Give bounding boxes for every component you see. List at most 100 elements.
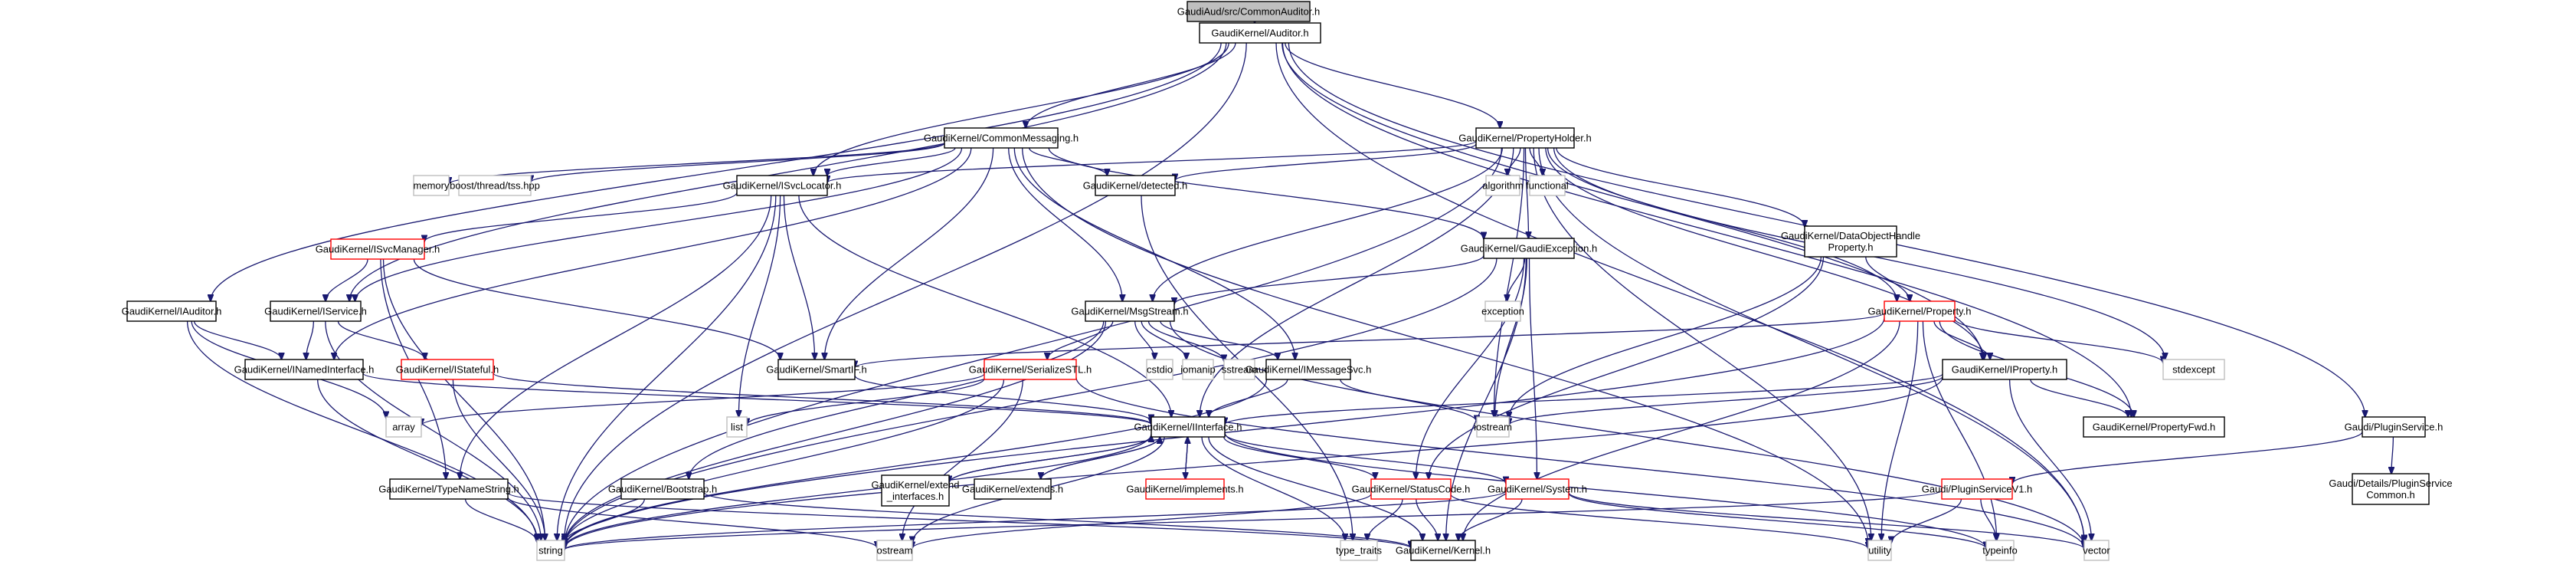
edge-propholder-to-functional [1529,147,1543,176]
node-label: algorithm [1482,180,1523,192]
edge-serialize-to-array [421,373,985,425]
node-implements[interactable]: GaudiKernel/implements.h [1126,478,1244,500]
node-box [726,416,748,438]
node-box [1483,238,1575,259]
edge-system-to-vector [1568,491,2084,550]
edge-iproperty-to-propfwd [2030,379,2128,417]
node-label: Gaudi/PluginServiceV1.h [1922,484,2033,495]
node-tss: boost/thread/tss.hpp [450,175,540,196]
edge-isvcmgr-to-iservice [326,258,368,301]
node-label: functional [1526,180,1569,192]
edge-inamed-to-string [317,379,538,540]
node-label: GaudiKernel/IStateful.h [396,364,499,376]
node-label: array [392,422,415,433]
node-serialize[interactable]: GaudiKernel/SerializeSTL.h [969,359,1092,380]
node-label: GaudiKernel/DataObjectHandle [1781,230,1920,241]
edge-auditor-to-iauditor [211,42,1222,301]
node-isvcmgr[interactable]: GaudiKernel/ISvcManager.h [316,238,440,260]
node-box [1867,540,1892,561]
node-box [1095,175,1176,196]
node-inamed[interactable]: GaudiKernel/INamedInterface.h [234,359,375,380]
node-label: iomanip [1180,364,1216,376]
node-smartif[interactable]: GaudiKernel/SmartIF.h [766,359,867,380]
edge-typenamestr-to-ostream [507,497,877,548]
edge-property-to-smartif [855,312,1885,367]
edge-iproperty-to-vector [2008,379,2092,540]
node-memory: memory [413,175,450,196]
edge-isvcloc-to-isvcmgr [424,192,738,241]
node-label: GaudiKernel/detected.h [1083,180,1188,192]
node-label: Gaudi/Details/PluginService [2329,478,2452,489]
node-iproperty[interactable]: GaudiKernel/IProperty.h [1942,359,2067,380]
node-pluginsvc[interactable]: Gaudi/PluginService.h [2345,416,2443,438]
node-statuscode[interactable]: GaudiKernel/StatusCode.h [1352,478,1471,500]
node-iinterface[interactable]: GaudiKernel/IInterface.h [1134,416,1242,438]
node-pluginsvcv1[interactable]: Gaudi/PluginServiceV1.h [1922,478,2033,500]
node-box [1187,1,1311,22]
node-iservice[interactable]: GaudiKernel/IService.h [264,300,367,322]
edge-implements-to-iinterface [1186,437,1188,480]
node-box [1804,225,1897,258]
edge-serialize-to-vector [1075,377,2084,548]
node-iauditor[interactable]: GaudiKernel/IAuditor.h [122,300,222,322]
node-label: list [731,422,743,433]
node-box [1182,359,1214,380]
edge-commonmsg-to-inamed [334,147,972,360]
node-list: list [726,416,748,438]
node-property[interactable]: GaudiKernel/Property.h [1868,300,1972,322]
node-box [1146,359,1173,380]
node-extends[interactable]: GaudiKernel/extends.h [962,478,1063,500]
node-label: GaudiKernel/ISvcManager.h [316,244,440,255]
node-kernel[interactable]: GaudiKernel/Kernel.h [1396,540,1491,561]
node-auditor[interactable]: GaudiKernel/Auditor.h [1199,22,1321,44]
edge-inamed-to-iinterface [362,373,1151,425]
node-label: typeinfo [1982,545,2018,557]
edge-extendif-to-iinterface [948,435,1151,483]
edge-dohp-to-statuscode [1429,256,1825,479]
edge-propholder-to-algorithm [1507,147,1521,176]
edge-iservice-to-inamed [306,320,315,360]
node-root[interactable]: GaudiAud/src/CommonAuditor.h [1177,1,1320,22]
node-box [984,359,1077,380]
node-typenamestr[interactable]: GaudiKernel/TypeNameString.h [378,478,519,500]
edge-imsgsvc-to-string [565,379,1268,547]
node-bootstrap[interactable]: GaudiKernel/Bootstrap.h [608,478,717,500]
node-label: GaudiKernel/PropertyFwd.h [2093,422,2215,433]
node-label: GaudiKernel/Auditor.h [1211,28,1308,39]
node-msgstream[interactable]: GaudiKernel/MsgStream.h [1071,300,1189,322]
node-iomanip: iomanip [1180,359,1216,380]
node-exception: exception [1481,300,1524,322]
edge-isvcloc-to-list [738,195,781,417]
node-box [1485,175,1520,196]
node-gaudiexc[interactable]: GaudiKernel/GaudiException.h [1461,238,1598,259]
node-istateful[interactable]: GaudiKernel/IStateful.h [396,359,499,380]
node-iostream: iostream [1474,416,1512,438]
node-box [244,359,364,380]
node-propfwd[interactable]: GaudiKernel/PropertyFwd.h [2083,416,2225,438]
node-label: utility [1868,545,1891,557]
edge-commonmsg-to-gaudiexc [1048,147,1484,239]
edge-auditor-to-propholder [1285,42,1500,128]
node-system[interactable]: GaudiKernel/System.h [1488,478,1587,500]
node-extendif[interactable]: GaudiKernel/extend_interfaces.h [872,474,960,507]
node-label: boost/thread/tss.hpp [450,180,540,192]
node-label: string [538,545,563,557]
node-box [413,175,450,196]
edge-iinterface-to-string [565,434,1152,547]
edge-iproperty-to-iinterface [1225,373,1943,425]
node-detected[interactable]: GaudiKernel/detected.h [1083,175,1188,196]
node-algorithm: algorithm [1482,175,1524,196]
node-box [2083,416,2225,438]
node-propholder[interactable]: GaudiKernel/PropertyHolder.h [1458,127,1592,149]
node-commonmsg[interactable]: GaudiKernel/CommonMessaging.h [924,127,1079,149]
node-isvcloc[interactable]: GaudiKernel/ISvcLocator.h [723,175,842,196]
edge-serialize-to-list [747,378,985,425]
edge-pluginsvcv1-to-string [565,490,1943,550]
node-label: Property.h [1828,241,1873,253]
node-box [1505,478,1569,500]
edge-statuscode-to-kernel [1416,498,1438,540]
node-box [1199,22,1321,44]
node-imsgsvc[interactable]: GaudiKernel/IMessageSvc.h [1245,359,1372,380]
